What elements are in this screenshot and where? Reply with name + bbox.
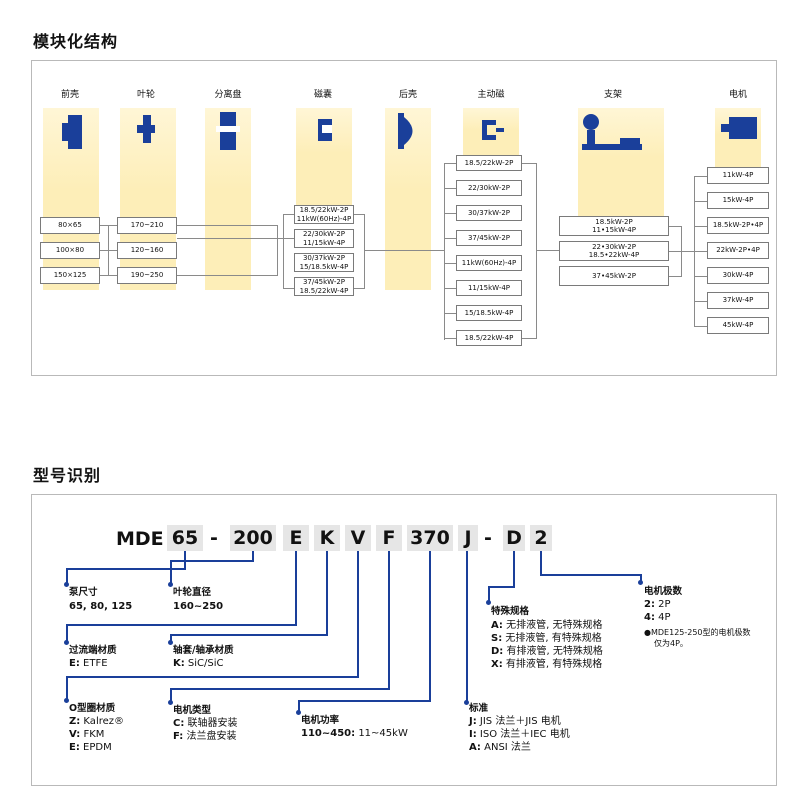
code-motor-type: F — [376, 525, 402, 551]
field-motor-type-line: C: 联轴器安装 — [173, 718, 238, 729]
field-poles-line: 2: 2P — [644, 599, 671, 610]
field-special-line: S: 无排液管, 有特殊规格 — [491, 633, 602, 644]
bracket-option: 37•45kW-2P — [559, 266, 669, 286]
modular-frame — [31, 60, 777, 376]
field-bearing-title: 轴套/轴承材质 — [173, 645, 234, 656]
impeller-option: 170~210 — [117, 217, 177, 234]
drive-magnet-option: 11/15kW-4P — [456, 280, 522, 296]
drive-magnet-option: 22/30kW-2P — [456, 180, 522, 196]
field-oring-title: O型圈材质 — [69, 703, 116, 714]
front-casing-option: 80×65 — [40, 217, 100, 234]
code-dash: - — [210, 527, 218, 549]
motor-option: 11kW-4P — [707, 167, 769, 184]
drive-magnet-icon — [482, 120, 504, 140]
bracket-icon — [582, 114, 642, 150]
field-standard-line: J: JIS 法兰＋JIS 电机 — [469, 716, 561, 727]
motor-option: 15kW-4P — [707, 192, 769, 209]
motor-option: 22kW-2P•4P — [707, 242, 769, 259]
code-impeller: 200 — [230, 525, 276, 551]
field-standard-line: A: ANSI 法兰 — [469, 742, 531, 753]
field-poles-line: 4: 4P — [644, 612, 671, 623]
capsule-icon — [318, 119, 332, 141]
drive-magnet-option: 11kW(60Hz)-4P — [456, 255, 522, 271]
field-standard-line: I: ISO 法兰＋IEC 电机 — [469, 729, 570, 740]
motor-option: 37kW-4P — [707, 292, 769, 309]
code-oring: V — [345, 525, 371, 551]
motor-option: 18.5kW-2P•4P — [707, 217, 769, 234]
code-dash: - — [484, 527, 492, 549]
impeller-icon — [137, 115, 155, 143]
code-standard: J — [458, 525, 478, 551]
drive-magnet-option: 15/18.5kW-4P — [456, 305, 522, 321]
model-frame — [31, 494, 777, 786]
section-title-model: 型号识别 — [33, 466, 102, 485]
code-bearing: K — [314, 525, 340, 551]
front-casing-option: 150×125 — [40, 267, 100, 284]
field-wetted-title: 过流端材质 — [69, 645, 117, 656]
impeller-option: 120~160 — [117, 242, 177, 259]
field-oring-line: Z: Kalrez® — [69, 716, 125, 727]
label-rear-casing: 后壳 — [398, 90, 417, 100]
motor-option: 45kW-4P — [707, 317, 769, 334]
front-casing-icon — [62, 115, 82, 149]
code-motor-power: 370 — [407, 525, 453, 551]
field-power-title: 电机功率 — [301, 715, 340, 726]
field-special-line: X: 有排液管, 有特殊规格 — [491, 659, 603, 670]
model-prefix: MDE — [116, 528, 164, 550]
field-wetted-line: E: ETFE — [69, 658, 108, 669]
motor-icon — [721, 117, 757, 139]
field-poles-title: 电机极数 — [644, 586, 683, 597]
field-special-title: 特殊规格 — [491, 606, 530, 617]
separator-icon — [216, 112, 240, 150]
field-special-line: A: 无排液管, 无特殊规格 — [491, 620, 603, 631]
label-motor: 电机 — [728, 90, 747, 100]
field-pump-size-value: 65, 80, 125 — [69, 601, 133, 612]
field-bearing-line: K: SiC/SiC — [173, 658, 224, 669]
rear-casing-icon — [398, 113, 413, 149]
label-capsule: 磁囊 — [313, 90, 332, 100]
field-standard-title: 标准 — [469, 703, 489, 714]
drive-magnet-option: 18.5/22kW-2P — [456, 155, 522, 171]
label-separator-disc: 分离盘 — [214, 90, 242, 100]
field-poles-note: ●MDE125-250型的电机极数 — [644, 628, 751, 637]
field-impeller-value: 160~250 — [173, 601, 224, 612]
field-power-line: 110~450: 11~45kW — [301, 728, 408, 739]
label-drive-magnet: 主动磁 — [477, 90, 505, 100]
field-special-line: D: 有排液管, 无特殊规格 — [491, 646, 603, 657]
code-special: D — [503, 525, 525, 551]
label-bracket: 支架 — [603, 90, 622, 100]
label-impeller: 叶轮 — [136, 90, 155, 100]
field-pump-size-title: 泵尺寸 — [69, 587, 98, 598]
motor-option: 30kW-4P — [707, 267, 769, 284]
field-poles-note: 仅为4P。 — [654, 639, 688, 648]
field-motor-type-title: 电机类型 — [173, 705, 212, 716]
field-motor-type-line: F: 法兰盘安装 — [173, 731, 237, 742]
label-front-casing: 前壳 — [60, 90, 79, 100]
drive-magnet-option: 30/37kW-2P — [456, 205, 522, 221]
impeller-option: 190~250 — [117, 267, 177, 284]
section-title-modular: 模块化结构 — [33, 32, 119, 51]
drive-magnet-option: 18.5/22kW-4P — [456, 330, 522, 346]
field-oring-line: E: EPDM — [69, 742, 112, 753]
field-oring-line: V: FKM — [69, 729, 105, 740]
code-wetted: E — [283, 525, 309, 551]
code-poles: 2 — [530, 525, 552, 551]
code-pump-size: 65 — [167, 525, 203, 551]
band-drive-magnet — [463, 108, 519, 158]
drive-magnet-option: 37/45kW-2P — [456, 230, 522, 246]
front-casing-option: 100×80 — [40, 242, 100, 259]
field-impeller-title: 叶轮直径 — [173, 587, 212, 598]
